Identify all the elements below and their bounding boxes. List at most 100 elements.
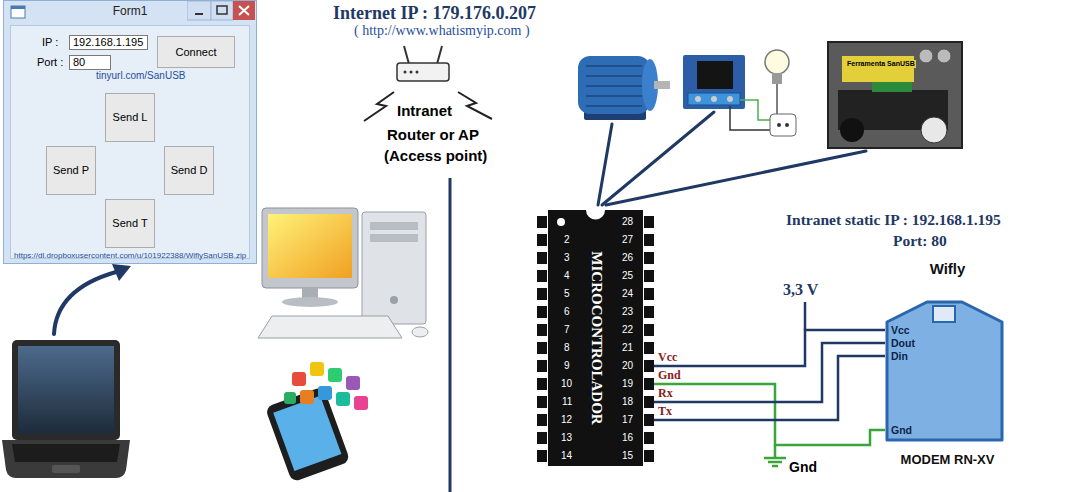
device-links <box>598 124 612 205</box>
chip-notch <box>586 210 605 220</box>
ground-wire <box>654 384 885 445</box>
desktop-computer <box>390 296 398 304</box>
robot-photo <box>919 49 933 63</box>
lamp-and-socket <box>776 84 778 114</box>
text-field: 192.168.1.195 <box>69 35 148 50</box>
pin-number: 12 <box>561 414 572 426</box>
chip-pin <box>537 216 547 228</box>
window-title: Form1 <box>4 5 256 19</box>
desktop-computer <box>258 208 428 338</box>
desktop-computer <box>258 316 402 338</box>
pin-number: 21 <box>622 342 633 354</box>
chip-pin <box>537 324 547 336</box>
smartphone-apps <box>346 376 360 390</box>
router-icon <box>437 46 442 64</box>
pin-number: 5 <box>564 288 570 300</box>
close-button <box>239 6 249 15</box>
relay-board <box>730 106 770 130</box>
wire-label: Vcc <box>658 351 677 364</box>
router-icon <box>397 63 449 81</box>
chip-pin <box>644 450 654 462</box>
chip-pin <box>644 378 654 390</box>
download-link: https://dl.dropboxusercontent.com/u/1019… <box>14 251 246 260</box>
supply-wire <box>804 302 807 330</box>
pin-number: 11 <box>562 396 572 408</box>
app-window: Form1 192.168.1.195 80 ConnectSend L Send P S… <box>3 0 257 264</box>
module-pin-name: Dout <box>891 337 915 349</box>
pin-number: 27 <box>622 234 633 246</box>
pin-number: 19 <box>622 378 633 390</box>
lamp-and-socket <box>772 73 782 84</box>
router-icon <box>416 71 419 74</box>
module-pin-name: Din <box>891 350 908 362</box>
relay-board <box>683 55 745 109</box>
lamp-and-socket <box>777 123 781 127</box>
pin-number: 24 <box>622 288 633 300</box>
chip-pin <box>537 342 547 354</box>
relay-board <box>727 96 733 102</box>
smartphone-apps <box>318 386 332 400</box>
chip-name: MICROCONTROLADOR <box>587 251 604 424</box>
button-label: Send L <box>113 111 148 124</box>
pin-number: 18 <box>622 396 633 408</box>
ground-label: Gnd <box>789 459 817 475</box>
desktop-computer <box>362 212 426 324</box>
chip-pin <box>537 432 547 444</box>
pin-number: 4 <box>564 270 570 282</box>
router-icon <box>410 71 413 74</box>
wifi-module: WiflyMODEM RN-XV <box>885 258 1010 475</box>
robot-tag: Ferramenta SanUSB <box>846 60 916 68</box>
network-divider <box>449 178 452 492</box>
port-number: Port: 80 <box>893 232 947 250</box>
smartphone-apps <box>354 396 368 410</box>
button-label: Send T <box>112 217 147 230</box>
desktop-computer <box>412 327 428 337</box>
pin-number: 8 <box>564 342 570 354</box>
button-label: Send P <box>53 164 89 177</box>
relay-board <box>711 96 717 102</box>
electric-motor <box>654 81 670 89</box>
router-icon <box>404 46 409 64</box>
chip-pin <box>537 270 547 282</box>
module-pin-name: Gnd <box>891 424 912 436</box>
pin-number: 9 <box>564 360 570 372</box>
robot-photo <box>937 49 951 63</box>
router-icon <box>364 46 492 121</box>
relay-board <box>683 55 770 130</box>
push-button: Send P <box>46 146 96 195</box>
smartphone-apps <box>292 372 306 386</box>
supply-voltage: 3,3 V <box>783 281 818 299</box>
pin-number: 16 <box>622 432 633 444</box>
desktop-computer <box>370 234 418 242</box>
laptop-icon <box>12 340 120 440</box>
window-controls <box>187 1 255 21</box>
router-icon <box>458 92 492 119</box>
field-value: 80 <box>73 56 85 69</box>
smartphone-apps <box>300 390 314 404</box>
chip-pin <box>644 414 654 426</box>
chip-pin <box>537 288 547 300</box>
module-caption: MODEM RN-XV <box>885 453 1010 468</box>
chip-pin <box>644 360 654 372</box>
pin-number: 26 <box>622 252 633 264</box>
lamp-and-socket <box>765 50 796 136</box>
robot-photo <box>921 117 947 143</box>
window-icon <box>10 5 26 19</box>
pin-number: 6 <box>564 306 570 318</box>
lamp-and-socket <box>765 50 789 74</box>
device-links <box>606 151 866 205</box>
static-ip: Intranet static IP : 192.168.1.195 <box>786 211 1001 229</box>
smartphone-apps <box>328 368 342 382</box>
module-pin-name: Vcc <box>891 324 910 336</box>
lamp-and-socket <box>785 123 789 127</box>
field-value: 192.168.1.195 <box>73 36 143 49</box>
ground-symbol <box>768 461 782 464</box>
button-label: Connect <box>176 46 217 59</box>
laptop-icon <box>2 340 130 478</box>
module-outline <box>887 302 1002 440</box>
pointer-arrow <box>112 264 131 281</box>
lamp-and-socket <box>770 114 796 136</box>
chip-pin <box>537 414 547 426</box>
desktop-computer <box>268 214 352 278</box>
signal-wire <box>654 343 885 402</box>
